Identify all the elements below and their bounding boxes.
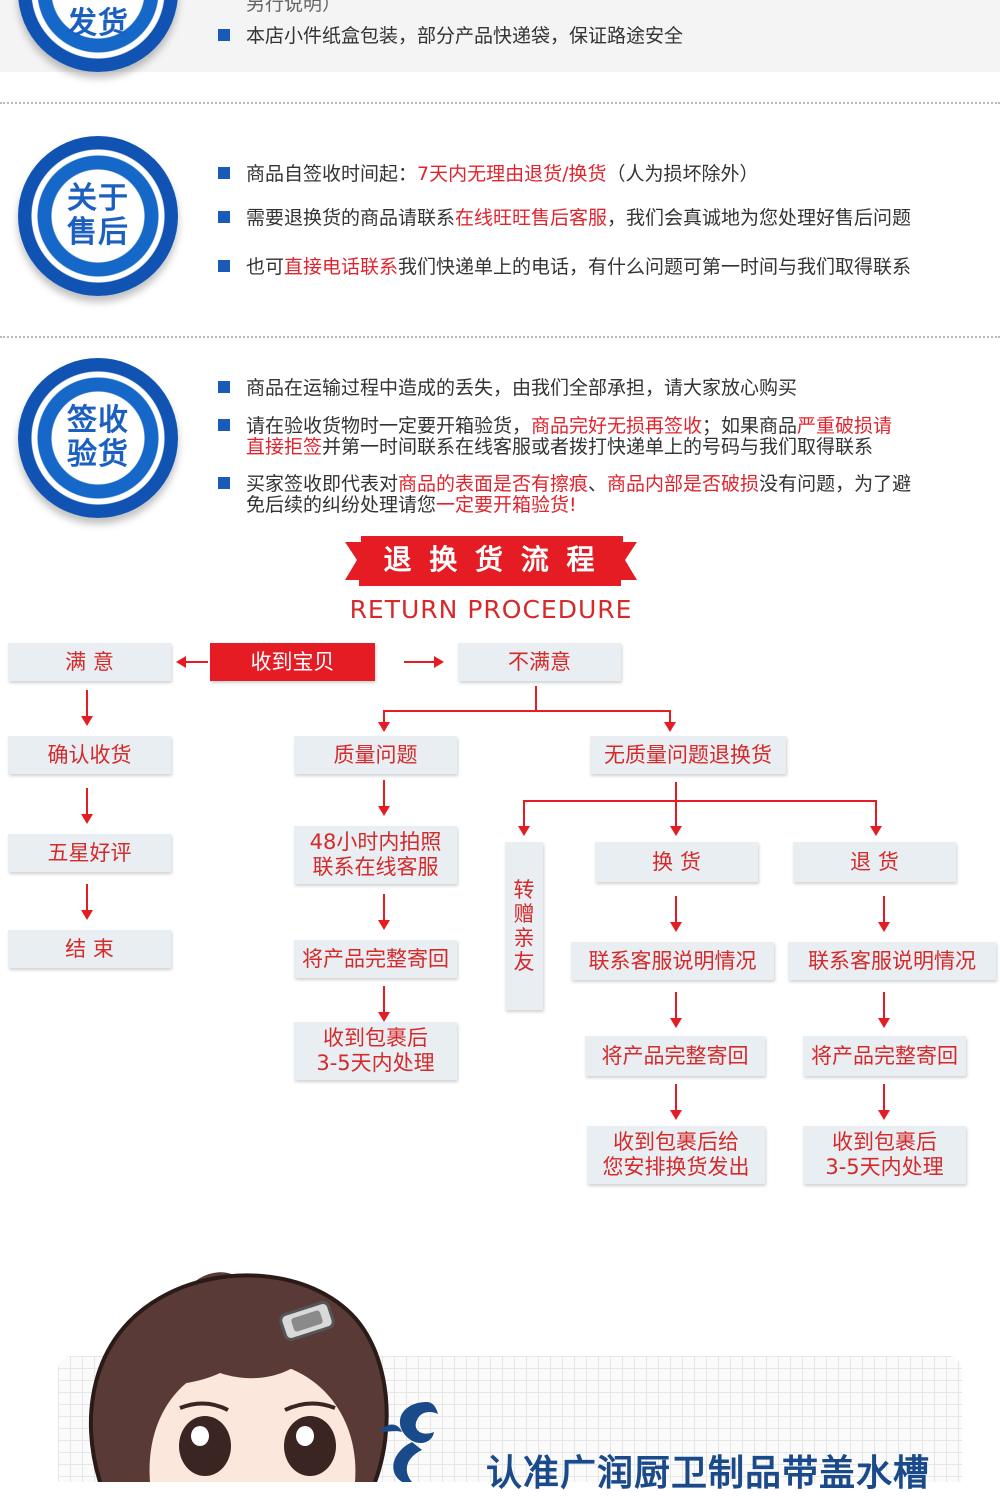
arrow-line — [883, 1084, 885, 1110]
inspection-line-3-cont: 免后续的纠纷处理请您一定要开箱验货! — [246, 494, 577, 516]
arrow-line — [383, 986, 385, 1012]
gift-box: 转 赠 亲 友 — [505, 842, 543, 1010]
arrow-down-icon — [670, 1018, 682, 1028]
arrow-down-icon — [378, 920, 390, 930]
badge-text: 发货 — [67, 6, 129, 41]
arrow-down-icon — [878, 1110, 890, 1120]
inspection-line-2-cont: 直接拒签并第一时间联系在线客服或者拨打快递单上的号码与我们取得联系 — [246, 436, 874, 458]
footer-headline: 认准广润厨卫制品带盖水槽 — [486, 1453, 931, 1494]
confirm-box: 确认收货 — [8, 736, 171, 774]
badge-text-1: 签收 — [67, 403, 129, 438]
arrow-down-icon — [670, 922, 682, 932]
aftersale-line-3: 也可直接电话联系我们快递单上的电话，有什么问题可第一时间与我们取得联系 — [218, 257, 911, 278]
send-back-exchange-box: 将产品完整寄回 — [585, 1036, 765, 1076]
arrow-line — [669, 710, 671, 724]
inspection-line-2: 请在验收货物时一定要开箱验货，商品完好无损再签收；如果商品严重破损请 — [218, 416, 892, 437]
arrow-down-icon — [878, 922, 890, 932]
arrow-down-icon — [81, 814, 93, 824]
bullet-icon — [218, 260, 230, 272]
procedure-title-en: RETURN PROCEDURE — [349, 595, 633, 624]
arrow-down-icon — [518, 826, 530, 836]
section-divider — [0, 336, 1000, 338]
bullet-icon — [218, 29, 230, 41]
five-star-box: 五星好评 — [8, 834, 171, 872]
arrow-line — [675, 896, 677, 922]
bullet-icon — [218, 419, 230, 431]
bullet-icon — [218, 211, 230, 223]
arrow-left-icon — [176, 656, 186, 668]
arrow-line — [86, 884, 88, 910]
shipping-line: 本店小件纸盒包装，部分产品快递袋，保证路途安全 — [218, 26, 683, 47]
arrow-down-icon — [378, 722, 390, 732]
arrow-down-icon — [378, 806, 390, 816]
procedure-title-cn: 退 换 货 流 程 — [383, 543, 599, 576]
arrow-down-icon — [878, 1018, 890, 1028]
arrow-line — [875, 800, 877, 826]
arrow-line — [383, 710, 385, 724]
arrow-right-icon — [434, 656, 444, 668]
arrow-down-icon — [378, 1012, 390, 1022]
aftersale-line-2: 需要退换货的商品请联系在线旺旺售后客服，我们会真诚地为您处理好售后问题 — [218, 208, 911, 229]
arrow-line — [883, 896, 885, 922]
arrow-down-icon — [670, 826, 682, 836]
contact-refund-box: 联系客服说明情况 — [788, 942, 996, 980]
inspection-badge: 签收 验货 — [18, 358, 178, 518]
badge-text-1: 关于 — [67, 181, 129, 216]
contact-exchange-box: 联系客服说明情况 — [571, 942, 774, 980]
aftersale-line-1: 商品自签收时间起：7天内无理由退货/换货（人为损坏除外） — [218, 164, 759, 185]
arrow-down-icon — [870, 826, 882, 836]
procedure-title-banner — [345, 536, 637, 586]
photo-box: 48小时内拍照 联系在线客服 — [294, 826, 457, 884]
refund-box: 退 货 — [793, 842, 956, 882]
arrow-line — [404, 661, 434, 663]
unsatisfied-box: 不满意 — [458, 643, 621, 681]
ship-exchange-box: 收到包裹后给 您安排换货发出 — [587, 1126, 765, 1184]
arrow-line — [883, 992, 885, 1018]
send-back-refund-box: 将产品完整寄回 — [803, 1036, 966, 1076]
process-refund-box: 收到包裹后 3-5天内处理 — [803, 1126, 966, 1184]
arrow-line — [383, 894, 385, 920]
section-divider — [0, 102, 1000, 104]
bullet-icon — [218, 167, 230, 179]
arrow-line — [86, 788, 88, 814]
arrow-line — [675, 782, 677, 826]
received-box: 收到宝贝 — [210, 643, 375, 681]
arrow-line — [186, 661, 208, 663]
brand-logo-icon — [380, 1402, 438, 1482]
shipping-badge: 发货 — [18, 0, 178, 72]
process-quality-box: 收到包裹后 3-5天内处理 — [294, 1022, 457, 1080]
aftersale-section: 关于 售后 商品自签收时间起：7天内无理由退货/换货（人为损坏除外） 需要退换货… — [0, 106, 1000, 334]
arrow-line — [383, 710, 671, 712]
arrow-line — [86, 690, 88, 716]
no-quality-box: 无质量问题退换货 — [590, 736, 786, 774]
send-back-quality-box: 将产品完整寄回 — [294, 940, 457, 978]
girl-mascot-icon — [88, 1272, 389, 1482]
exchange-box: 换 货 — [595, 842, 758, 882]
arrow-line — [523, 800, 877, 802]
arrow-line — [535, 686, 537, 712]
badge-text-2: 售后 — [67, 215, 129, 250]
badge-text-2: 验货 — [67, 437, 129, 472]
arrow-line — [523, 800, 525, 826]
aftersale-badge: 关于 售后 — [18, 136, 178, 296]
arrow-line — [675, 1084, 677, 1110]
end-box: 结 束 — [8, 930, 171, 968]
arrow-down-icon — [664, 722, 676, 732]
bullet-icon — [218, 381, 230, 393]
arrow-line — [675, 992, 677, 1018]
arrow-down-icon — [670, 1110, 682, 1120]
shipping-section: 发货 另行说明） 本店小件纸盒包装，部分产品快递袋，保证路途安全 — [0, 0, 1000, 72]
quality-box: 质量问题 — [294, 736, 457, 774]
inspection-section: 签收 验货 商品在运输过程中造成的丢失，由我们全部承担，请大家放心购买 请在验收… — [0, 340, 1000, 530]
inspection-line-1: 商品在运输过程中造成的丢失，由我们全部承担，请大家放心购买 — [218, 378, 797, 399]
bullet-icon — [218, 477, 230, 489]
arrow-line — [383, 780, 385, 806]
satisfied-box: 满 意 — [8, 643, 171, 681]
partial-text: 另行说明） — [246, 0, 342, 15]
inspection-line-3: 买家签收即代表对商品的表面是否有擦痕、商品内部是否破损没有问题，为了避 — [218, 474, 911, 495]
arrow-down-icon — [81, 910, 93, 920]
arrow-down-icon — [81, 716, 93, 726]
